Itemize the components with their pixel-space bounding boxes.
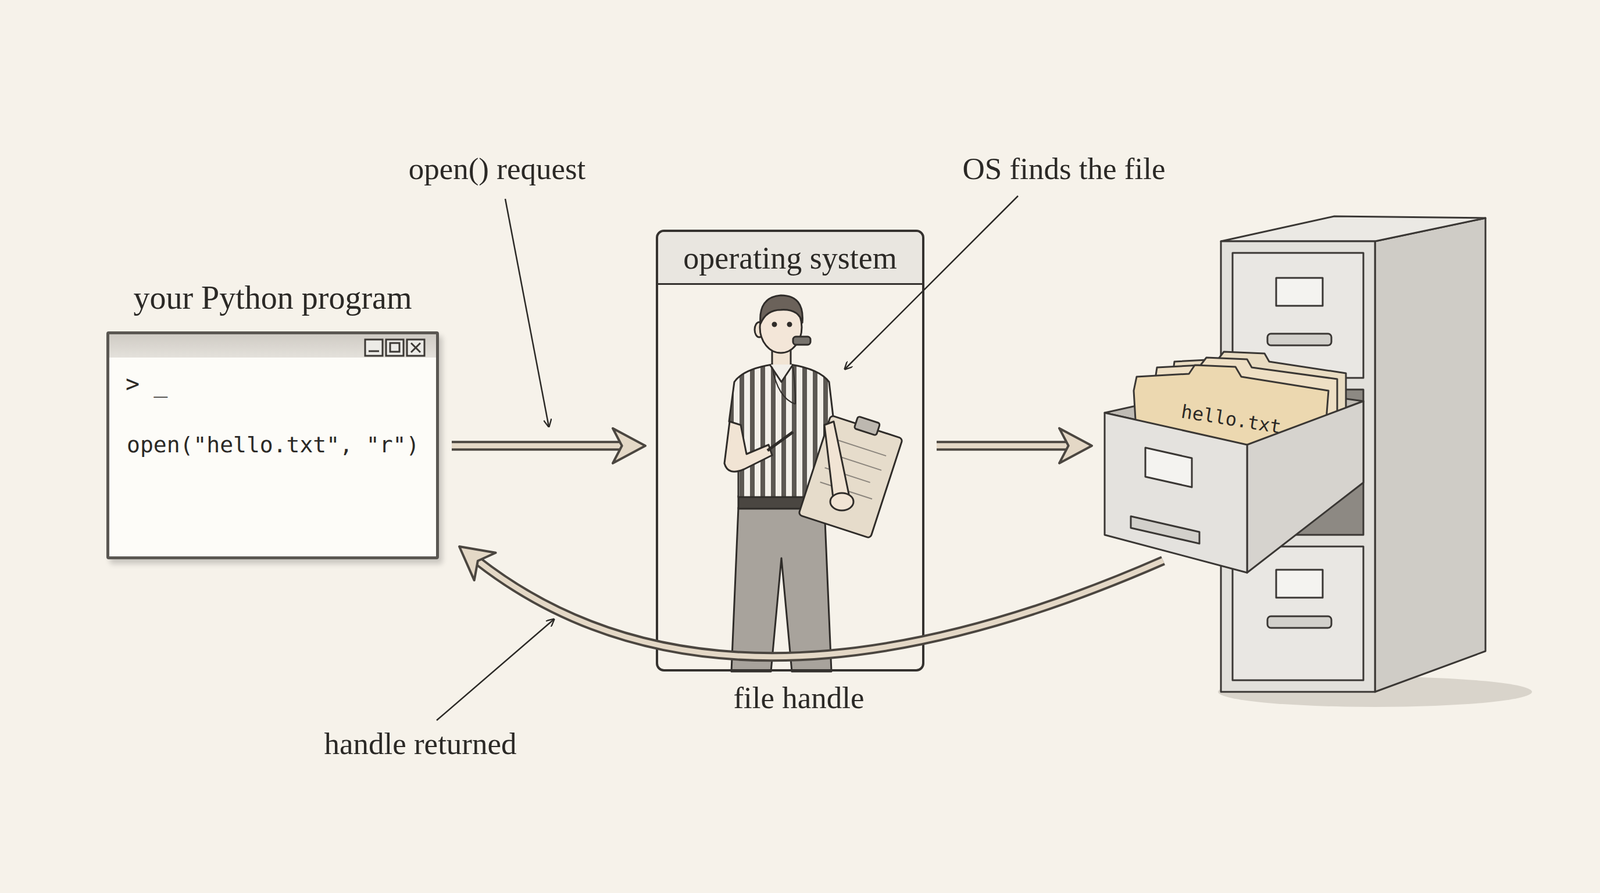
minimize-glyph — [368, 350, 380, 353]
os-heading: operating system — [658, 240, 923, 277]
referee-figure — [724, 295, 906, 672]
os-box: operating system — [655, 229, 925, 672]
drawer-handle — [1267, 333, 1332, 346]
referee-hair — [760, 295, 803, 324]
clipboard-clip — [854, 416, 881, 436]
referee-whistle — [793, 336, 811, 345]
arrow-shaft-outline — [936, 440, 1069, 451]
annotation-label: file handle — [733, 680, 864, 716]
arrow-head — [459, 546, 496, 581]
referee-left-arm — [724, 421, 773, 472]
referee-eye — [772, 322, 777, 327]
arrow-head — [1059, 428, 1092, 464]
maximize-button — [386, 339, 404, 356]
program-window: > _ open("hello.txt", "r") your Python pro… — [106, 279, 439, 560]
leader-line — [436, 619, 555, 721]
drawer-handle — [1267, 616, 1332, 628]
filing-cabinet: hello.txt — [1101, 209, 1531, 705]
drawer-front — [1104, 412, 1248, 573]
referee-right-arm — [824, 421, 849, 503]
arrow-shaft-outline — [451, 440, 623, 451]
arrow-shaft-outline — [477, 560, 1164, 657]
referee-lanyard — [772, 366, 796, 405]
close-glyph — [411, 343, 421, 353]
drawer-label-plate — [1276, 569, 1323, 598]
flow-arrow — [936, 428, 1092, 464]
filing-cabinet — [1104, 216, 1532, 707]
close-button — [406, 339, 425, 356]
flow-arrow — [451, 428, 646, 464]
leader-line — [505, 198, 549, 427]
drawer-label-plate — [1145, 447, 1192, 488]
clipboard — [798, 408, 905, 539]
cabinet-top — [1220, 216, 1486, 242]
arrow-head — [612, 428, 646, 464]
edge-label: handle returned — [323, 726, 517, 762]
terminal-window: > _ open("hello.txt", "r") — [106, 331, 439, 560]
cabinet-side — [1375, 218, 1486, 692]
edge-label: open() request — [408, 151, 587, 187]
referee-pants — [731, 507, 832, 672]
maximize-glyph — [390, 343, 400, 352]
folder-label: hello.txt — [1179, 400, 1283, 439]
prompt-text: > _ — [125, 370, 168, 398]
referee-eye — [787, 322, 792, 327]
window-buttons — [365, 339, 425, 356]
drawer-label-plate — [1276, 277, 1323, 306]
arrow-shaft — [451, 443, 623, 449]
code-text: open("hello.txt", "r") — [126, 431, 420, 458]
referee-hand — [830, 493, 854, 511]
referee-pencil — [767, 431, 794, 451]
os-header-band: operating system — [658, 231, 923, 285]
drawer-handle — [1130, 516, 1200, 544]
minimize-button — [365, 339, 383, 356]
clipboard-board — [798, 415, 903, 538]
flow-arrow — [459, 546, 1164, 657]
annotation-label: OS finds the file — [962, 151, 1166, 187]
leader-lines — [436, 195, 1019, 721]
arrow-shaft — [936, 443, 1069, 449]
program-heading: your Python program — [106, 279, 439, 317]
leader-line — [844, 195, 1019, 370]
arrow-shaft — [477, 560, 1164, 657]
